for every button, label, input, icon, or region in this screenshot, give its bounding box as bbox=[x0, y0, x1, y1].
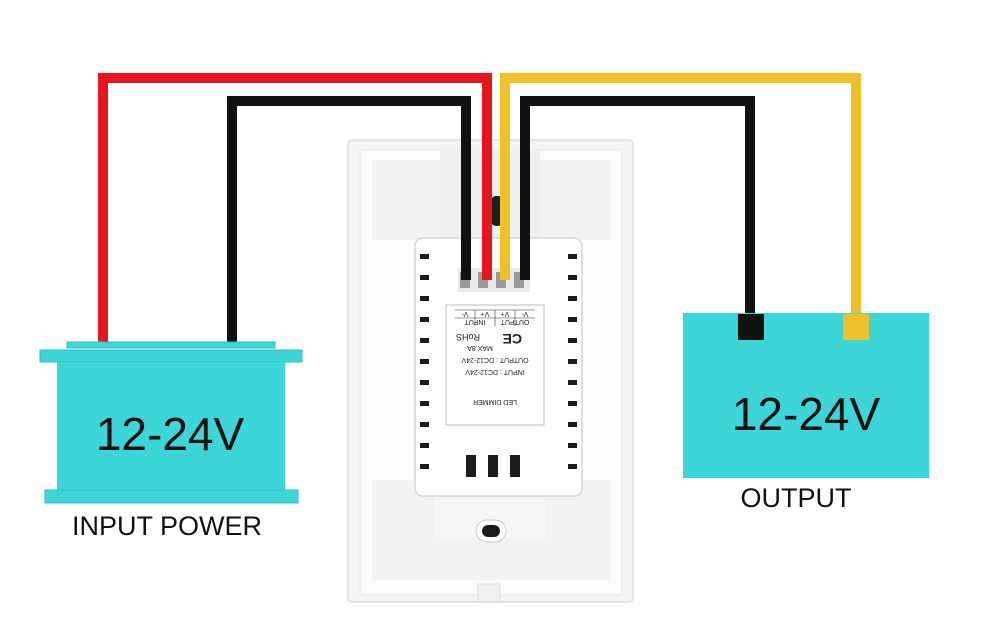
input-rating: INPUT : DC12-24V bbox=[465, 368, 525, 375]
vent-slot-left bbox=[420, 359, 429, 364]
max-rating: MAX.8A bbox=[467, 344, 493, 351]
input-power-supply: 12-24V bbox=[39, 341, 303, 504]
terminal-label-3: V+ bbox=[481, 310, 490, 317]
vent-slot-left bbox=[420, 254, 429, 259]
vent-slot-right bbox=[568, 401, 577, 406]
side-vents bbox=[420, 254, 577, 469]
vent-slot-left bbox=[420, 296, 429, 301]
output-positive-wire bbox=[500, 73, 861, 316]
output-positive-terminal bbox=[843, 314, 869, 340]
input-group-label: INPUT bbox=[464, 318, 486, 325]
output-caption: OUTPUT bbox=[741, 483, 852, 513]
vent-slot-right bbox=[568, 275, 577, 280]
output-voltage-label: 12-24V bbox=[732, 388, 881, 440]
output-group-label: OUTPUT bbox=[500, 318, 530, 325]
vent-slot-left bbox=[420, 338, 429, 343]
input-power-caption: INPUT POWER bbox=[72, 511, 262, 541]
vent-slot-right bbox=[568, 359, 577, 364]
vent-slot-left bbox=[420, 464, 429, 469]
vent-slot-right bbox=[568, 296, 577, 301]
output-load: 12-24V bbox=[683, 313, 929, 478]
vent-slot-right bbox=[568, 380, 577, 385]
output-rating: OUTPUT : DC12-24V bbox=[461, 356, 528, 363]
label-sticker: V- V+ V+ V- OUTPUT INPUT CE RoHS MAX.8A … bbox=[445, 304, 545, 426]
vent-slot-right bbox=[568, 317, 577, 322]
wires bbox=[98, 73, 861, 345]
vent-slot-left bbox=[420, 275, 429, 280]
output-negative-terminal bbox=[738, 314, 764, 340]
ce-mark: CE bbox=[503, 331, 522, 347]
input-negative-wire bbox=[227, 96, 471, 345]
vent-slot-left bbox=[420, 401, 429, 406]
vent-slot-left bbox=[420, 317, 429, 322]
vent-slot-right bbox=[568, 338, 577, 343]
terminal-label-4: V- bbox=[461, 310, 468, 317]
vent-slot-right bbox=[568, 254, 577, 259]
product-name: LED DIMMER bbox=[473, 398, 517, 405]
vent-slot-left bbox=[420, 380, 429, 385]
output-negative-wire bbox=[520, 96, 755, 316]
terminal-label-1: V- bbox=[521, 310, 528, 317]
vent-slot-left bbox=[420, 422, 429, 427]
input-positive-wire bbox=[98, 73, 492, 345]
terminal-label-2: V+ bbox=[501, 310, 510, 317]
vent-slot-right bbox=[568, 422, 577, 427]
input-voltage-label: 12-24V bbox=[96, 408, 245, 460]
vent-slot-left bbox=[420, 443, 429, 448]
dimmer-module: V- V+ V+ V- OUTPUT INPUT CE RoHS MAX.8A … bbox=[414, 196, 583, 543]
rohs-mark: RoHS bbox=[456, 332, 480, 342]
vent-slot-right bbox=[568, 464, 577, 469]
vent-slot-right bbox=[568, 443, 577, 448]
bottom-vents bbox=[466, 455, 520, 477]
